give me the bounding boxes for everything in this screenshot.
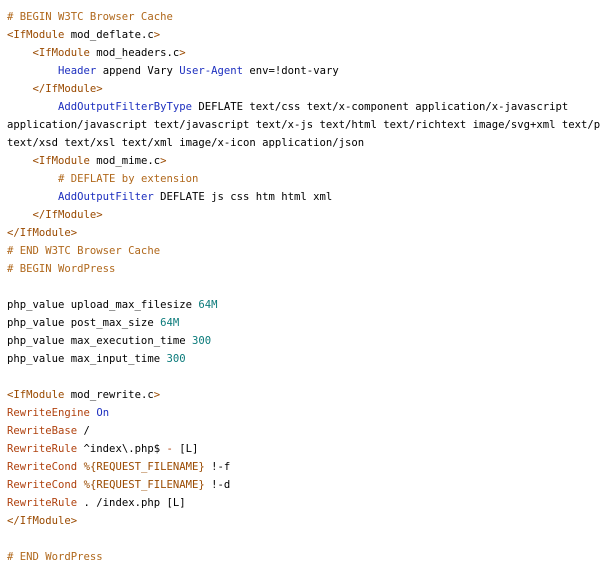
code-token-plain: mod_deflate.c (64, 29, 154, 41)
code-token-plain (7, 65, 58, 77)
code-token-plain (7, 173, 58, 185)
code-token-op: RewriteEngine (7, 407, 90, 419)
code-token-plain: !-f (204, 461, 231, 473)
code-token-op: - (166, 443, 173, 455)
code-line: </IfModule> (7, 80, 600, 98)
code-token-plain: php_value max_execution_time (7, 335, 192, 347)
code-line: </IfModule> (7, 224, 600, 242)
code-line (7, 530, 600, 548)
code-token-plain: DEFLATE js css htm html xml (153, 191, 333, 203)
code-token-plain: [L] (172, 443, 199, 455)
code-token-dir: On (96, 407, 110, 419)
code-token-plain: application/javascript text/javascript t… (7, 119, 600, 131)
code-token-plain: text/xsd text/xsl text/xml image/x-icon … (7, 137, 365, 149)
code-token-num: 64M (160, 317, 180, 329)
code-token-tag: <IfModule (32, 155, 90, 167)
code-token-plain (7, 101, 58, 113)
code-token-tag: > (153, 389, 161, 401)
code-line: <IfModule mod_deflate.c> (7, 26, 600, 44)
code-token-plain: ^index\.php$ (77, 443, 167, 455)
code-token-plain: . /index.php [L] (77, 497, 186, 509)
code-token-plain (7, 209, 33, 221)
code-token-plain: mod_headers.c (89, 47, 180, 59)
code-token-tag: > (179, 47, 186, 59)
code-token-tag: %{REQUEST_FILENAME} (83, 479, 205, 491)
code-token-tag: > (153, 29, 161, 41)
code-line: text/xsd text/xsl text/xml image/x-icon … (7, 134, 600, 152)
code-token-tag: </IfModule> (32, 83, 103, 95)
code-token-tag: </IfModule> (32, 209, 103, 221)
code-line (7, 368, 600, 386)
code-line: <IfModule mod_rewrite.c> (7, 386, 600, 404)
code-token-plain: mod_mime.c (89, 155, 161, 167)
code-token-plain: / (77, 425, 90, 437)
code-token-tag: > (160, 155, 167, 167)
code-line: RewriteRule ^index\.php$ - [L] (7, 440, 600, 458)
code-token-plain: DEFLATE text/css text/x-component applic… (191, 101, 569, 113)
code-token-tag: <IfModule (7, 389, 65, 401)
code-token-comment: # BEGIN W3TC Browser Cache (7, 11, 173, 23)
code-token-plain: Vary (147, 65, 173, 77)
code-line: # END W3TC Browser Cache (7, 242, 600, 260)
code-line: # END WordPress (7, 548, 600, 566)
code-token-tag: </IfModule> (7, 515, 78, 527)
code-line: php_value post_max_size 64M (7, 314, 600, 332)
code-token-comment: # END W3TC Browser Cache (7, 245, 161, 257)
code-token-num: 64M (198, 299, 218, 311)
code-token-plain (7, 155, 33, 167)
code-token-num: 300 (191, 335, 212, 347)
code-line: RewriteCond %{REQUEST_FILENAME} !-d (7, 476, 600, 494)
code-line: php_value upload_max_filesize 64M (7, 296, 600, 314)
code-line: <IfModule mod_mime.c> (7, 152, 600, 170)
code-token-num: 300 (166, 353, 186, 365)
code-line: RewriteRule . /index.php [L] (7, 494, 600, 512)
code-token-comment: # END WordPress (7, 551, 103, 563)
code-token-op: RewriteRule (7, 497, 78, 509)
code-token-op: RewriteCond (7, 479, 78, 491)
code-token-plain: !-d (204, 479, 231, 491)
code-token-dir: AddOutputFilterByType (58, 101, 192, 113)
code-token-plain (7, 83, 33, 95)
code-line: RewriteBase / (7, 422, 600, 440)
code-line: RewriteEngine On (7, 404, 600, 422)
code-token-tag: <IfModule (7, 29, 65, 41)
code-line: # DEFLATE by extension (7, 170, 600, 188)
code-line: <IfModule mod_headers.c> (7, 44, 600, 62)
code-token-tag: %{REQUEST_FILENAME} (83, 461, 205, 473)
code-token-op: RewriteCond (7, 461, 78, 473)
code-token-plain: append (96, 65, 148, 77)
code-token-plain: php_value upload_max_filesize (7, 299, 199, 311)
code-token-dir: AddOutputFilter (58, 191, 154, 203)
code-token-dir: Header (58, 65, 97, 77)
code-token-plain: php_value post_max_size (7, 317, 161, 329)
code-line: AddOutputFilter DEFLATE js css htm html … (7, 188, 600, 206)
code-token-plain: mod_rewrite.c (64, 389, 154, 401)
code-line: php_value max_execution_time 300 (7, 332, 600, 350)
code-token-plain (7, 47, 33, 59)
code-token-tag: <IfModule (32, 47, 90, 59)
code-line: AddOutputFilterByType DEFLATE text/css t… (7, 98, 600, 116)
code-line: </IfModule> (7, 512, 600, 530)
code-token-comment: # DEFLATE by extension (58, 173, 199, 185)
code-line: RewriteCond %{REQUEST_FILENAME} !-f (7, 458, 600, 476)
code-token-op: RewriteRule (7, 443, 78, 455)
code-token-plain: php_value max_input_time (7, 353, 167, 365)
code-line: php_value max_input_time 300 (7, 350, 600, 368)
code-line: # BEGIN W3TC Browser Cache (7, 8, 600, 26)
code-line: # BEGIN WordPress (7, 260, 600, 278)
code-token-tag: </IfModule> (7, 227, 78, 239)
code-token-comment: # BEGIN WordPress (7, 263, 116, 275)
code-line (7, 278, 600, 296)
code-line: Header append Vary User-Agent env=!dont-… (7, 62, 600, 80)
code-token-dir: User-Agent (179, 65, 244, 77)
code-line: application/javascript text/javascript t… (7, 116, 600, 134)
code-token-plain: env=!dont-vary (243, 65, 339, 77)
code-line: </IfModule> (7, 206, 600, 224)
code-token-op: RewriteBase (7, 425, 78, 437)
code-token-plain (7, 191, 58, 203)
